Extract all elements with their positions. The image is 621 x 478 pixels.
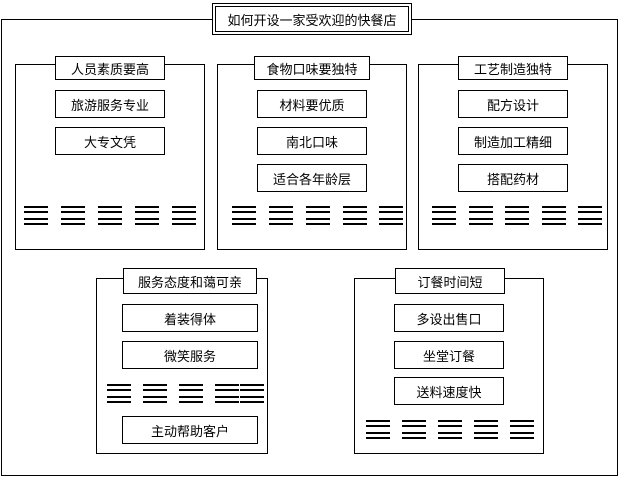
item-regional-flavors: 南北口味: [257, 127, 367, 155]
placeholder-line: [505, 206, 529, 213]
placeholder-line: [306, 206, 330, 213]
placeholder-line: [366, 432, 390, 439]
placeholder-line: [474, 432, 498, 439]
placeholder-line: [240, 384, 264, 391]
item-fast-delivery: 送料速度快: [394, 377, 504, 405]
placeholder-line: [98, 206, 122, 213]
placeholder-line: [179, 384, 203, 391]
item-smiling-service: 微笑服务: [122, 341, 258, 369]
placeholder-line: [269, 206, 293, 213]
placeholder-line: [505, 218, 529, 225]
placeholder-line: [172, 218, 196, 225]
item-assist-customers: 主动帮助客户: [122, 416, 258, 444]
item-more-counters: 多设出售口: [394, 304, 504, 332]
placeholder-line: [474, 420, 498, 427]
item-proper-attire: 着装得体: [122, 304, 258, 332]
placeholder-line: [510, 420, 534, 427]
item-tourism-service: 旅游服务专业: [55, 90, 165, 118]
placeholder-line: [61, 206, 85, 213]
placeholder-line: [215, 384, 239, 391]
placeholder-line: [232, 218, 256, 225]
placeholder-line: [269, 218, 293, 225]
placeholder-line: [240, 396, 264, 403]
panel-title-staff-quality: 人员素质要高: [55, 56, 165, 80]
placeholder-line: [542, 206, 566, 213]
placeholder-line: [366, 420, 390, 427]
item-dine-in-order: 坐堂订餐: [394, 341, 504, 369]
placeholder-line: [432, 218, 456, 225]
diagram-title-box: 如何开设一家受欢迎的快餐店: [212, 3, 412, 35]
placeholder-line: [143, 396, 167, 403]
placeholder-line: [542, 218, 566, 225]
placeholder-line: [469, 218, 493, 225]
item-quality-ingredients: 材料要优质: [257, 90, 367, 118]
item-herbal-pairing: 搭配药材: [458, 164, 568, 192]
placeholder-line: [306, 218, 330, 225]
item-fine-processing: 制造加工精细: [458, 127, 568, 155]
diagram-title: 如何开设一家受欢迎的快餐店: [215, 6, 409, 32]
placeholder-line: [343, 206, 367, 213]
item-all-ages: 适合各年龄层: [257, 164, 367, 192]
placeholder-line: [232, 206, 256, 213]
placeholder-line: [107, 396, 131, 403]
placeholder-line: [135, 218, 159, 225]
placeholder-line: [179, 396, 203, 403]
placeholder-line: [61, 218, 85, 225]
placeholder-line: [469, 206, 493, 213]
placeholder-line: [432, 206, 456, 213]
placeholder-line: [379, 206, 403, 213]
item-college-diploma: 大专文凭: [55, 127, 165, 155]
placeholder-line: [578, 206, 602, 213]
placeholder-line: [379, 218, 403, 225]
placeholder-line: [98, 218, 122, 225]
placeholder-line: [24, 206, 48, 213]
placeholder-line: [135, 206, 159, 213]
placeholder-line: [402, 420, 426, 427]
panel-title-order-time: 订餐时间短: [395, 268, 505, 294]
placeholder-line: [172, 206, 196, 213]
placeholder-line: [343, 218, 367, 225]
placeholder-line: [578, 218, 602, 225]
placeholder-line: [438, 420, 462, 427]
placeholder-line: [24, 218, 48, 225]
placeholder-line: [510, 432, 534, 439]
panel-title-service-attitude: 服务态度和蔼可亲: [123, 268, 257, 294]
placeholder-line: [143, 384, 167, 391]
placeholder-line: [215, 396, 239, 403]
placeholder-line: [438, 432, 462, 439]
item-recipe-design: 配方设计: [458, 90, 568, 118]
placeholder-line: [402, 432, 426, 439]
panel-title-food-taste: 食物口味要独特: [254, 56, 370, 80]
panel-title-craftsmanship: 工艺制造独特: [458, 56, 568, 80]
placeholder-line: [107, 384, 131, 391]
